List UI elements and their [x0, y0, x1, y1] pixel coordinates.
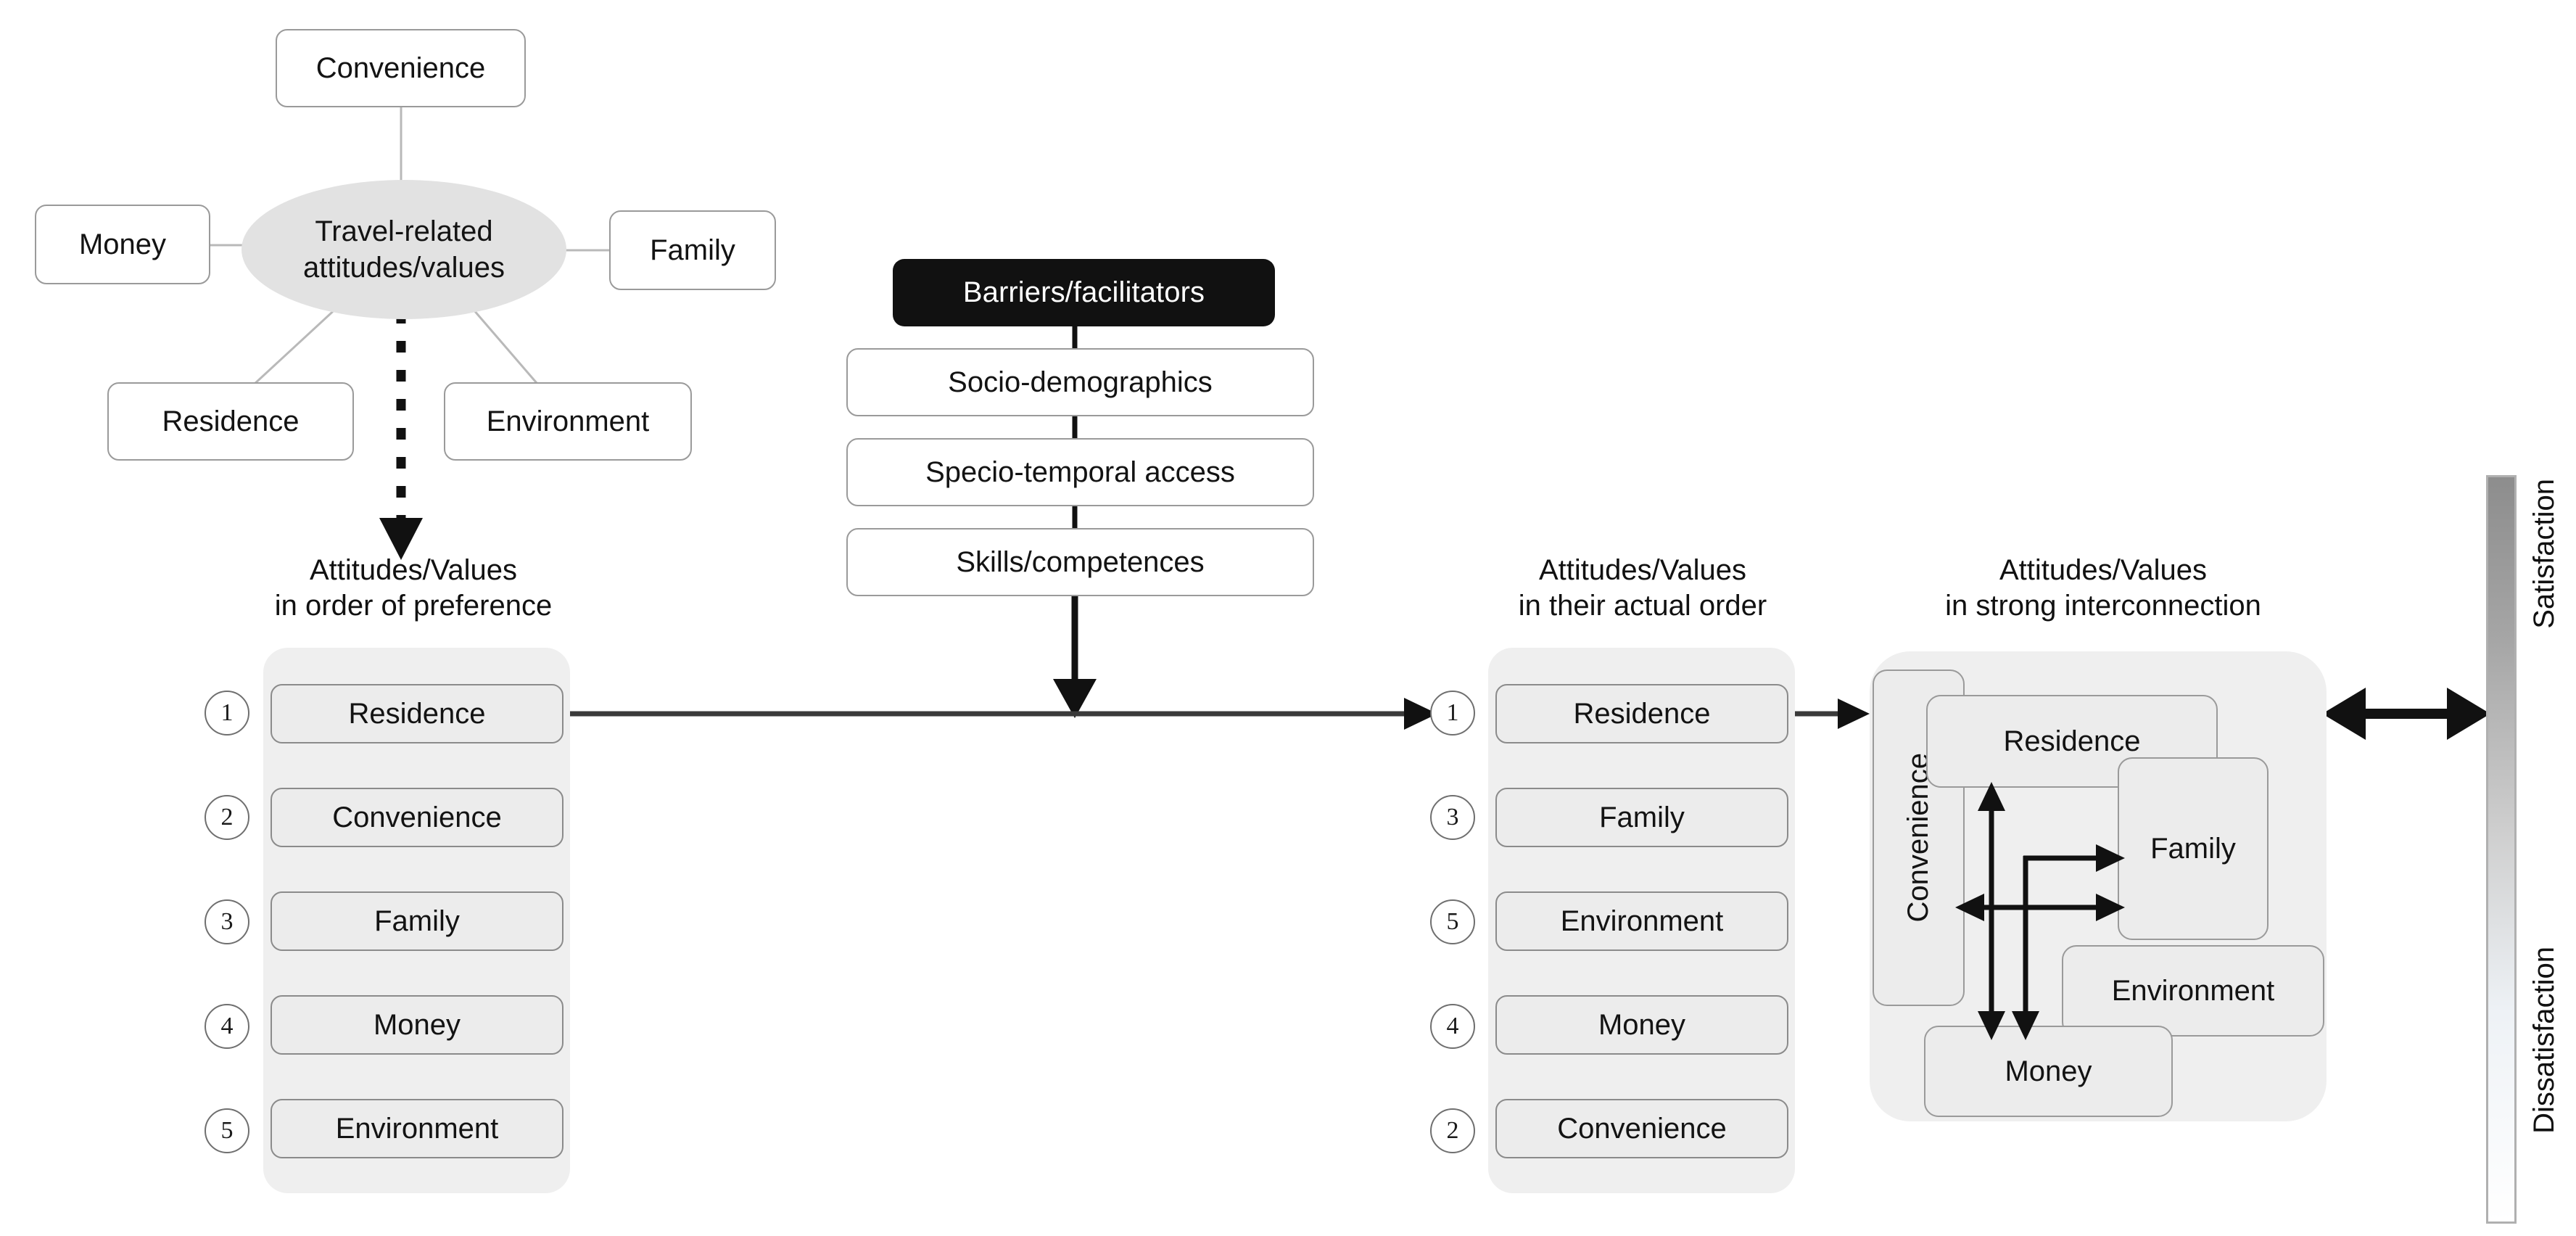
rank-value: 1 [1446, 699, 1459, 726]
rank-value: 4 [220, 1013, 234, 1039]
interconnection-box-environment[interactable]: Environment [2062, 945, 2324, 1037]
preference-rank-2: 2 [205, 795, 249, 840]
interconnection-box-label: Money [2005, 1055, 2092, 1087]
actual-item-label: Money [1598, 1008, 1686, 1041]
barriers-item-specio-temporal-access[interactable]: Specio-temporal access [846, 438, 1314, 506]
preference-rank-5: 5 [205, 1108, 249, 1153]
interconnection-title-line1: Attitudes/Values [1999, 554, 2208, 586]
mindmap-node-convenience-label: Convenience [315, 52, 486, 84]
interconnection-title: Attitudes/Values in strong interconnecti… [1886, 553, 2321, 624]
actual-rank-2: 2 [1430, 1108, 1475, 1153]
mindmap-node-family[interactable]: Family [609, 210, 776, 290]
mindmap-node-money-label: Money [78, 228, 167, 260]
actual-rank-3: 3 [1430, 795, 1475, 840]
preference-item-family[interactable]: Family [271, 891, 564, 951]
interconnection-box-label: Environment [2111, 974, 2275, 1007]
mindmap-node-environment-label: Environment [486, 405, 650, 437]
preference-rank-4: 4 [205, 1004, 249, 1049]
actual-item-money[interactable]: Money [1495, 995, 1788, 1055]
preference-list-title: Attitudes/Values in order of preference [239, 553, 587, 624]
mindmap-center-label-line2: attitudes/values [303, 252, 505, 284]
rank-value: 3 [1446, 804, 1459, 831]
mindmap-node-residence-label: Residence [162, 405, 300, 437]
barriers-header[interactable]: Barriers/facilitators [893, 259, 1275, 326]
interconnection-box-label: Family [2150, 832, 2236, 865]
barriers-item-skills-competences[interactable]: Skills/competences [846, 528, 1314, 596]
actual-item-environment[interactable]: Environment [1495, 891, 1788, 951]
barriers-item-label: Specio-temporal access [925, 456, 1235, 488]
actual-item-family[interactable]: Family [1495, 788, 1788, 847]
actual-item-label: Residence [1573, 697, 1711, 730]
actual-item-convenience[interactable]: Convenience [1495, 1099, 1788, 1158]
preference-item-residence[interactable]: Residence [271, 684, 564, 743]
preference-item-label: Convenience [332, 801, 502, 833]
actual-list-title-line2: in their actual order [1518, 589, 1767, 622]
preference-item-label: Residence [348, 697, 486, 730]
rank-value: 2 [1446, 1117, 1459, 1144]
rank-value: 4 [1446, 1013, 1459, 1039]
actual-rank-1: 1 [1430, 691, 1475, 736]
preference-item-money[interactable]: Money [271, 995, 564, 1055]
mindmap-node-family-label: Family [650, 234, 735, 266]
actual-rank-4: 4 [1430, 1004, 1475, 1049]
preference-list-title-line2: in order of preference [274, 589, 553, 622]
mindmap-node-convenience[interactable]: Convenience [276, 29, 526, 107]
actual-rank-5: 5 [1430, 899, 1475, 944]
interconnection-box-family[interactable]: Family [2118, 757, 2269, 940]
actual-item-label: Environment [1560, 905, 1724, 937]
interconnection-title-line2: in strong interconnection [1945, 589, 2261, 622]
preference-item-label: Environment [335, 1112, 499, 1145]
preference-item-label: Family [374, 905, 460, 937]
preference-item-label: Money [373, 1008, 461, 1041]
barriers-item-label: Socio-demographics [948, 366, 1213, 398]
rank-value: 5 [220, 1117, 234, 1144]
actual-item-residence[interactable]: Residence [1495, 684, 1788, 743]
barriers-item-socio-demographics[interactable]: Socio-demographics [846, 348, 1314, 416]
actual-item-label: Convenience [1557, 1112, 1727, 1145]
preference-item-convenience[interactable]: Convenience [271, 788, 564, 847]
mindmap-center-label-line1: Travel-related [315, 215, 493, 247]
satisfaction-label: Satisfaction [2528, 479, 2560, 629]
actual-list-title: Attitudes/Values in their actual order [1469, 553, 1817, 624]
preference-rank-1: 1 [205, 691, 249, 736]
satisfaction-gradient-bar [2486, 475, 2517, 1224]
actual-list-title-line1: Attitudes/Values [1538, 554, 1747, 586]
actual-item-label: Family [1599, 801, 1685, 833]
mindmap-node-environment[interactable]: Environment [444, 382, 692, 461]
interconnection-box-label: Residence [2003, 725, 2141, 757]
mindmap-node-residence[interactable]: Residence [107, 382, 354, 461]
rank-value: 3 [220, 908, 234, 935]
preference-item-environment[interactable]: Environment [271, 1099, 564, 1158]
mindmap-center-ellipse[interactable]: Travel-related attitudes/values [242, 180, 566, 319]
mindmap-node-money[interactable]: Money [35, 205, 210, 284]
preference-rank-3: 3 [205, 899, 249, 944]
preference-list-title-line1: Attitudes/Values [309, 554, 518, 586]
rank-value: 2 [220, 804, 234, 831]
interconnection-box-money[interactable]: Money [1924, 1026, 2173, 1117]
barriers-item-label: Skills/competences [956, 546, 1205, 578]
barriers-header-label: Barriers/facilitators [962, 276, 1205, 308]
interconnection-box-convenience[interactable]: Convenience [1873, 670, 1965, 1006]
rank-value: 1 [220, 699, 234, 726]
rank-value: 5 [1446, 908, 1459, 935]
dissatisfaction-label: Dissatisfaction [2528, 947, 2560, 1134]
